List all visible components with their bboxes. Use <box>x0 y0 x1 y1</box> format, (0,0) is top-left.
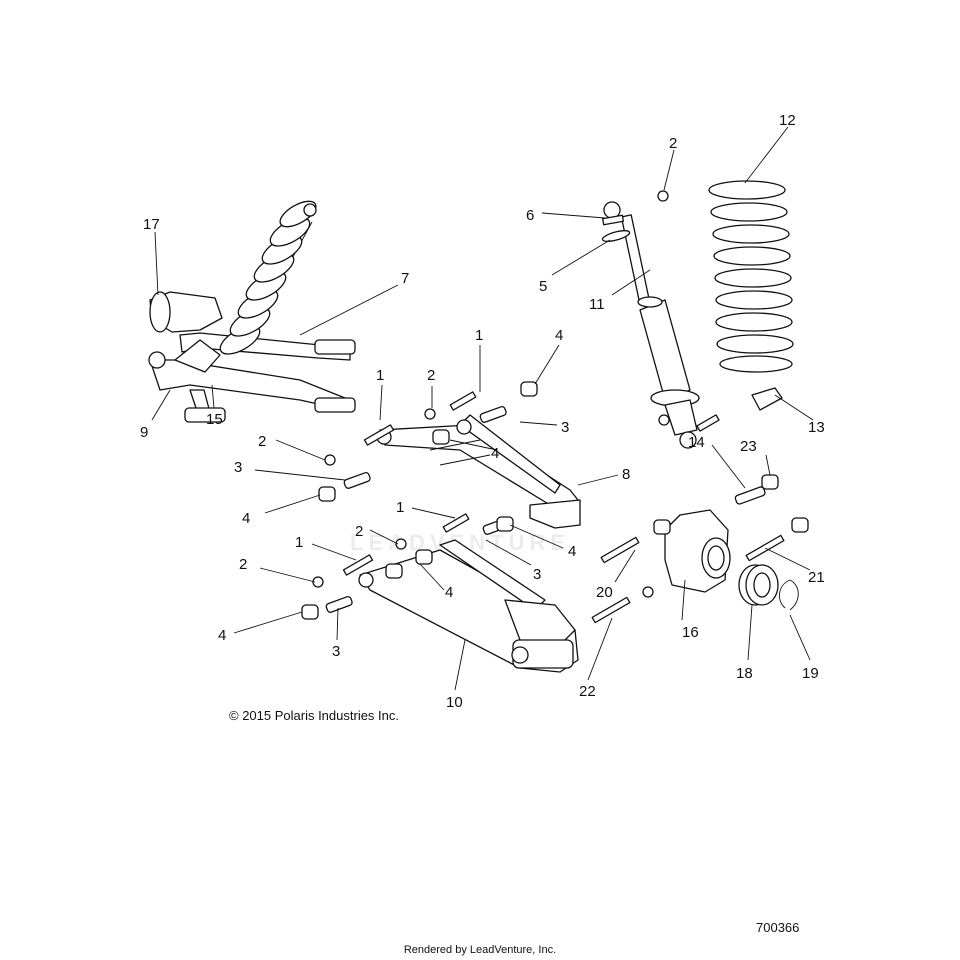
callout-4: 4 <box>555 327 563 344</box>
callout-7: 7 <box>401 270 409 287</box>
callout-17: 17 <box>143 216 160 233</box>
copyright-notice: © 2015 Polaris Industries Inc. <box>229 708 399 723</box>
hardware-illustrations <box>301 190 809 624</box>
callout-13: 13 <box>808 419 825 436</box>
drawing-number: 700366 <box>756 920 800 935</box>
callout-14: 14 <box>688 434 705 451</box>
lower-a-arm-illustration <box>358 539 579 673</box>
upper-a-arm-illustration <box>376 414 581 529</box>
callout-4: 4 <box>445 584 453 601</box>
callout-4: 4 <box>242 510 250 527</box>
callout-23: 23 <box>740 438 757 455</box>
callout-19: 19 <box>802 665 819 682</box>
callout-2: 2 <box>427 367 435 384</box>
assembled-suspension-illustration <box>148 200 356 423</box>
callout-1: 1 <box>396 499 404 516</box>
callout-3: 3 <box>234 459 242 476</box>
callout-2: 2 <box>669 135 677 152</box>
callout-22: 22 <box>579 683 596 700</box>
callout-21: 21 <box>808 569 825 586</box>
callout-1: 1 <box>475 327 483 344</box>
callout-4: 4 <box>218 627 226 644</box>
leader-lines <box>151 126 814 691</box>
assembled-shock-spring <box>219 200 317 355</box>
callout-4: 4 <box>568 543 576 560</box>
callout-12: 12 <box>779 112 796 129</box>
callout-numbers: 17 7 9 15 1 4 2 3 4 1 2 3 4 8 1 2 4 3 1 … <box>140 112 825 711</box>
callout-6: 6 <box>526 207 534 224</box>
callout-16: 16 <box>682 624 699 641</box>
callout-20: 20 <box>596 584 613 601</box>
callout-1: 1 <box>376 367 384 384</box>
callout-11: 11 <box>589 296 605 313</box>
callout-8: 8 <box>622 466 630 483</box>
callout-10: 10 <box>446 694 463 711</box>
callout-5: 5 <box>539 278 547 295</box>
callout-3: 3 <box>332 643 340 660</box>
spring-retainer-illustration <box>751 387 783 411</box>
knuckle-illustration <box>664 509 731 593</box>
callout-9: 9 <box>140 424 148 441</box>
callout-3: 3 <box>533 566 541 583</box>
bearing-illustration <box>738 564 779 606</box>
callout-15: 15 <box>206 411 223 428</box>
callout-2: 2 <box>355 523 363 540</box>
snap-ring-illustration <box>779 579 799 611</box>
coil-spring-illustration <box>708 180 794 373</box>
shock-absorber-illustration <box>601 201 700 449</box>
callout-2: 2 <box>239 556 247 573</box>
callout-4: 4 <box>491 445 499 462</box>
callout-18: 18 <box>736 665 753 682</box>
rendered-by-credit: Rendered by LeadVenture, Inc. <box>403 944 557 956</box>
callout-2: 2 <box>258 433 266 450</box>
callout-3: 3 <box>561 419 569 436</box>
callout-1: 1 <box>295 534 303 551</box>
